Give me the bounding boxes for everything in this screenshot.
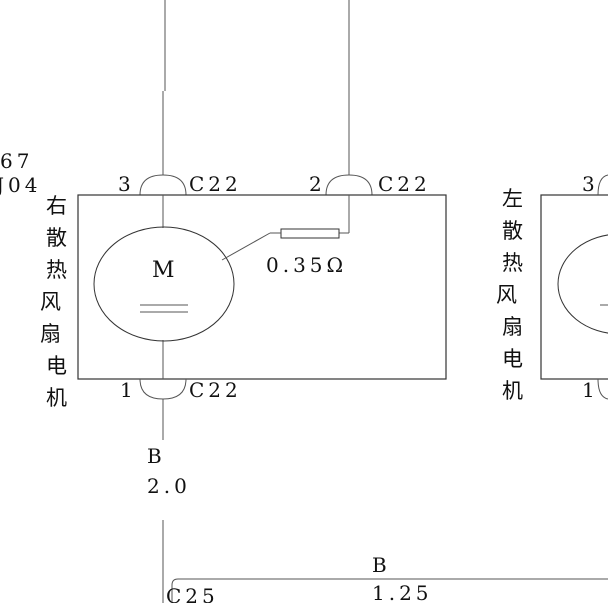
left-motor-label-char-2: 散: [502, 219, 523, 243]
left-motor-label-char-1: 左: [502, 187, 523, 211]
right-motor-label-char-5: 扇: [40, 322, 61, 346]
connector-pin3-arc: [139, 174, 187, 196]
motor-letter: M: [152, 258, 175, 283]
wire-b2-color-label: B: [372, 553, 391, 577]
partial-label-top: 67: [0, 149, 33, 173]
right-motor-label-char-7: 机: [46, 386, 67, 410]
pin2-connector: C22: [378, 172, 431, 196]
right-motor-label-char-2: 散: [46, 226, 67, 250]
bottom-connector-label: C25: [166, 584, 219, 603]
wire-resistor-to-motor: [221, 232, 271, 261]
left-motor-label-char-3: 热: [502, 251, 523, 275]
pin3-connector: C22: [189, 172, 242, 196]
pin1-number: 1: [120, 378, 137, 402]
pin2-number: 2: [309, 172, 326, 196]
left-motor-label-char-5: 扇: [502, 315, 523, 339]
motor-symbol: [93, 226, 235, 342]
pin1-connector: C22: [189, 378, 242, 402]
pin3-number: 3: [118, 172, 135, 196]
connector-pin2-arc: [325, 174, 373, 196]
left-connector-pin3-arc: [597, 174, 608, 196]
partial-label-bottom: J04: [0, 173, 41, 197]
right-fan-motor-box: [77, 194, 447, 380]
left-pin3-number: 3: [582, 172, 599, 196]
right-motor-label-char-4: 风: [40, 290, 61, 314]
wire-b2-size-label: 1.25: [372, 581, 433, 603]
right-motor-label-char-1: 右: [46, 194, 67, 218]
left-motor-label-char-6: 电: [502, 347, 523, 371]
wire-b-size-label: 2.0: [147, 474, 191, 498]
left-pin1-number: 1: [582, 378, 599, 402]
right-motor-label-char-3: 热: [46, 258, 67, 282]
left-connector-pin1-arc: [597, 378, 608, 400]
right-motor-label-char-6: 电: [46, 354, 67, 378]
wire-bottom-horizontal: [171, 578, 608, 603]
left-motor-label-char-4: 风: [496, 283, 517, 307]
resistor-symbol: [280, 228, 340, 239]
resistor-value: 0.35Ω: [266, 253, 347, 277]
left-motor-label-char-7: 机: [502, 379, 523, 403]
left-motor-symbol: [557, 234, 608, 334]
wire-b-color-label: B: [147, 444, 166, 468]
left-fan-motor-box: [540, 194, 608, 380]
connector-pin1-arc: [139, 378, 187, 400]
